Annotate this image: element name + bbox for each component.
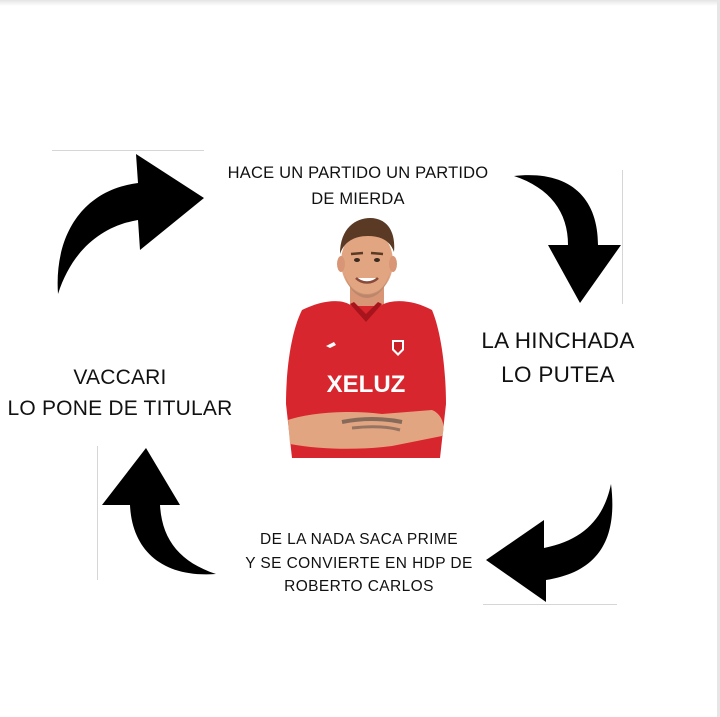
step-label-line: VACCARI — [73, 366, 167, 389]
step-label-line: LO PONE DE TITULAR — [7, 397, 233, 420]
step-label-line: Y SE CONVIERTE EN HDP DE — [245, 554, 473, 572]
step-label-line: HACE UN PARTIDO UN PARTIDO — [227, 164, 489, 182]
step-label-line: DE MIERDA — [311, 190, 405, 208]
right-edge-border — [717, 0, 720, 717]
step-label-left: VACCARI LO PONE DE TITULAR — [2, 362, 238, 424]
jersey-sponsor-text: XELUZ — [327, 371, 406, 398]
top-edge-shadow — [0, 0, 720, 6]
step-label-right: LA HINCHADA LO PUTEA — [462, 324, 654, 392]
guide-line — [622, 170, 623, 304]
step-label-line: LO PUTEA — [501, 362, 615, 387]
step-label-line: LA HINCHADA — [481, 328, 635, 353]
step-label-line: DE LA NADA SACA PRIME — [260, 531, 458, 548]
guide-line — [97, 446, 98, 580]
step-label-bottom: DE LA NADA SACA PRIME Y SE CONVIERTE EN … — [236, 528, 482, 599]
guide-line — [52, 150, 204, 151]
step-label-line: ROBERTO CARLOS — [284, 578, 434, 595]
player-photo: XELUZ — [286, 218, 446, 458]
step-label-top: HACE UN PARTIDO UN PARTIDO DE MIERDA — [222, 160, 494, 212]
guide-line — [483, 604, 617, 605]
